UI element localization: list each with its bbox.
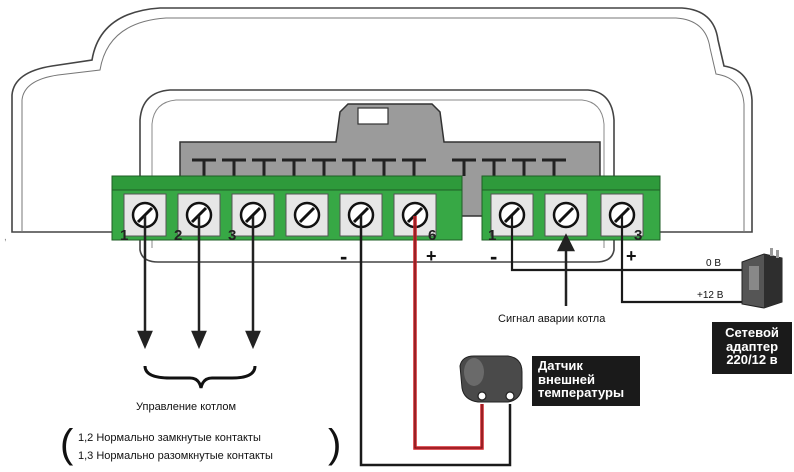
control-arrows xyxy=(137,216,261,350)
adapter-label-line1: Сетевой xyxy=(725,325,779,340)
alarm-arrow xyxy=(556,233,576,306)
connector-latch xyxy=(357,107,389,125)
left-plus-sign: + xyxy=(426,246,437,266)
adapter-label-line2: адаптер xyxy=(725,338,779,354)
connector-pin xyxy=(282,158,306,176)
right-minus-sign: - xyxy=(490,244,497,269)
sensor-label-box: Датчик внешней температуры xyxy=(532,356,640,406)
paren-right: ) xyxy=(328,422,342,466)
connector-pin xyxy=(312,158,336,176)
connector-pin xyxy=(342,158,366,176)
recess-inner-outline xyxy=(151,99,605,248)
power-wire-0v xyxy=(510,216,742,272)
block-right-top xyxy=(481,175,661,191)
screw-terminal-icon xyxy=(490,193,534,237)
connector-pin xyxy=(372,158,396,176)
screw-terminal-icon xyxy=(393,193,437,237)
connector-pin xyxy=(252,158,276,176)
note-line-2: 1,3 Нормально разомкнутые контакты xyxy=(78,450,273,462)
alarm-signal-label: Сигнал аварии котла xyxy=(498,313,606,325)
contacts-note: ( 1,2 Нормально замкнутые контакты 1,3 Н… xyxy=(58,422,358,472)
terminal-left-2: 2 xyxy=(174,227,182,244)
connector-pin xyxy=(512,158,536,176)
screw-terminal-icon xyxy=(600,193,644,237)
sensor-wire-black xyxy=(359,216,512,467)
sensor-label-line3: температуры xyxy=(538,385,625,401)
screw-terminal-icon xyxy=(123,193,167,237)
left-minus-sign: - xyxy=(340,244,347,269)
power-wire-12v xyxy=(620,216,742,304)
screw-terminals xyxy=(123,193,644,237)
terminal-left-3: 3 xyxy=(228,227,236,244)
label-0v: 0 В xyxy=(706,258,721,269)
terminal-right-1: 1 xyxy=(488,227,496,244)
connector-pin xyxy=(452,158,476,176)
label-12v: +12 В xyxy=(697,290,724,301)
terminal-left-1: 1 xyxy=(120,227,128,244)
screw-terminal-icon xyxy=(285,193,329,237)
connector-pin xyxy=(222,158,246,176)
connector-pin xyxy=(402,158,426,176)
sensor-label-line1: Датчик xyxy=(538,358,583,373)
screw-terminal-icon xyxy=(544,193,588,237)
sensor-wire-red-outline xyxy=(414,216,483,449)
terminal-right-3: 3 xyxy=(634,227,642,244)
connector-pin xyxy=(542,158,566,176)
housing-inner-outline xyxy=(21,17,745,232)
adapter-label-box: Сетевой адаптер 220/12 в xyxy=(712,322,792,374)
curly-brace xyxy=(143,365,257,389)
connector-pin xyxy=(482,158,506,176)
connector-pins xyxy=(192,158,566,176)
boiler-control-label: Управление котлом xyxy=(136,401,237,413)
connector-pin xyxy=(192,158,216,176)
block-left-top xyxy=(111,175,463,191)
temperature-sensor-icon xyxy=(459,355,523,403)
sensor-label-line2: внешней xyxy=(538,371,595,387)
right-plus-sign: + xyxy=(626,246,637,266)
paren-left: ( xyxy=(60,422,74,466)
terminal-left-6: 6 xyxy=(428,227,436,244)
stray-comma-left: , xyxy=(4,232,7,243)
power-adapter-icon xyxy=(741,248,783,309)
adapter-label-line3: 220/12 в xyxy=(726,352,778,368)
note-line-1: 1,2 Нормально замкнутые контакты xyxy=(78,432,261,444)
